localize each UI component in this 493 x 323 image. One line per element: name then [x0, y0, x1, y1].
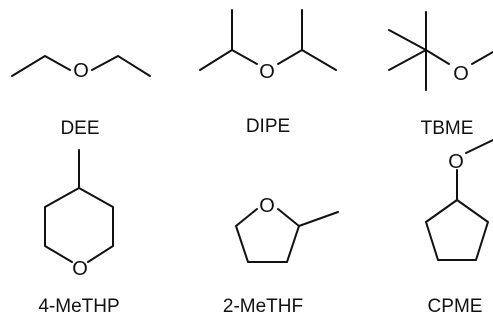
cpme-ring	[425, 199, 489, 261]
dipe-bond	[231, 49, 258, 65]
molecule-dee: O DEE	[11, 55, 151, 139]
cpme-bond	[465, 139, 493, 154]
molecule-2-methf: O 2-MeTHF	[223, 195, 339, 317]
methp-oxygen: O	[72, 258, 88, 280]
tbme-oxygen: O	[453, 63, 469, 85]
dipe-oxygen: O	[259, 61, 275, 83]
methp-ring	[44, 187, 114, 263]
cpme-oxygen: O	[448, 151, 464, 173]
methf-ring	[235, 208, 300, 263]
dee-bonds-right	[91, 55, 151, 77]
methf-oxygen: O	[259, 195, 275, 217]
tbme-bond	[388, 49, 427, 71]
tbme-bond	[425, 49, 450, 65]
molecule-dipe: O DIPE	[199, 9, 337, 137]
dee-label: DEE	[60, 118, 99, 139]
tbme-label: TBME	[421, 118, 474, 139]
methf-methyl-bond	[298, 211, 339, 227]
molecule-cpme: O CPME	[425, 139, 493, 317]
tbme-bond	[471, 51, 493, 65]
dee-oxygen: O	[73, 60, 89, 82]
molecule-tbme: O TBME	[388, 11, 493, 139]
dipe-bond	[277, 49, 303, 65]
dee-bonds	[11, 55, 71, 77]
dipe-bond	[301, 49, 337, 71]
dipe-label: DIPE	[246, 116, 290, 137]
dipe-bond	[199, 49, 233, 71]
molecule-4-methp: O 4-MeTHP	[38, 149, 120, 317]
methf-label: 2-MeTHF	[223, 296, 303, 317]
cpme-label: CPME	[428, 296, 483, 317]
tbme-bond	[388, 29, 427, 51]
methp-label: 4-MeTHP	[38, 296, 119, 317]
